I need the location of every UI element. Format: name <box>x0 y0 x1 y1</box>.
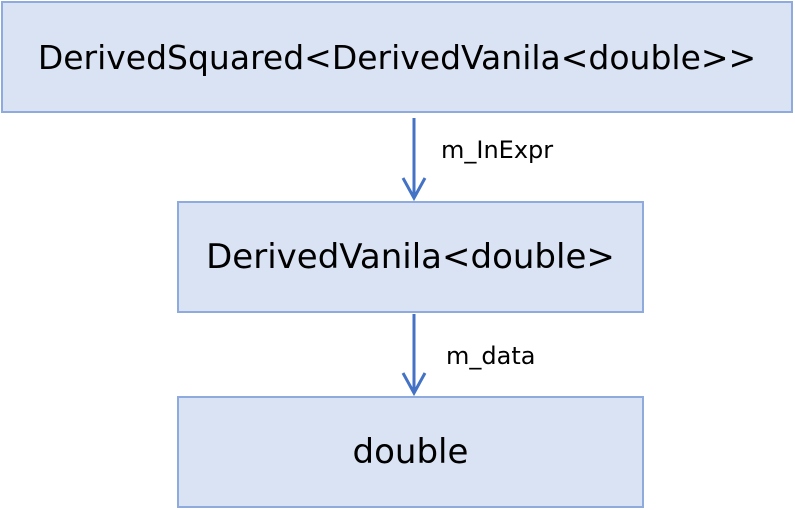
edge-top-to-mid <box>401 118 427 202</box>
node-label: DerivedSquared<DerivedVanila<double>> <box>37 37 757 77</box>
node-label: double <box>352 432 469 472</box>
node-label: DerivedVanila<double> <box>206 237 615 277</box>
arrowhead-1 <box>401 177 427 202</box>
arrowhead-2 <box>401 372 427 397</box>
edge-mid-to-bot <box>401 314 427 397</box>
edge-label-m-inexpr: m_InExpr <box>441 136 554 164</box>
node-derived-vanila: DerivedVanila<double> <box>177 201 644 313</box>
node-double: double <box>177 396 644 508</box>
edge-label-m-data: m_data <box>446 342 536 370</box>
node-derived-squared: DerivedSquared<DerivedVanila<double>> <box>1 1 793 113</box>
